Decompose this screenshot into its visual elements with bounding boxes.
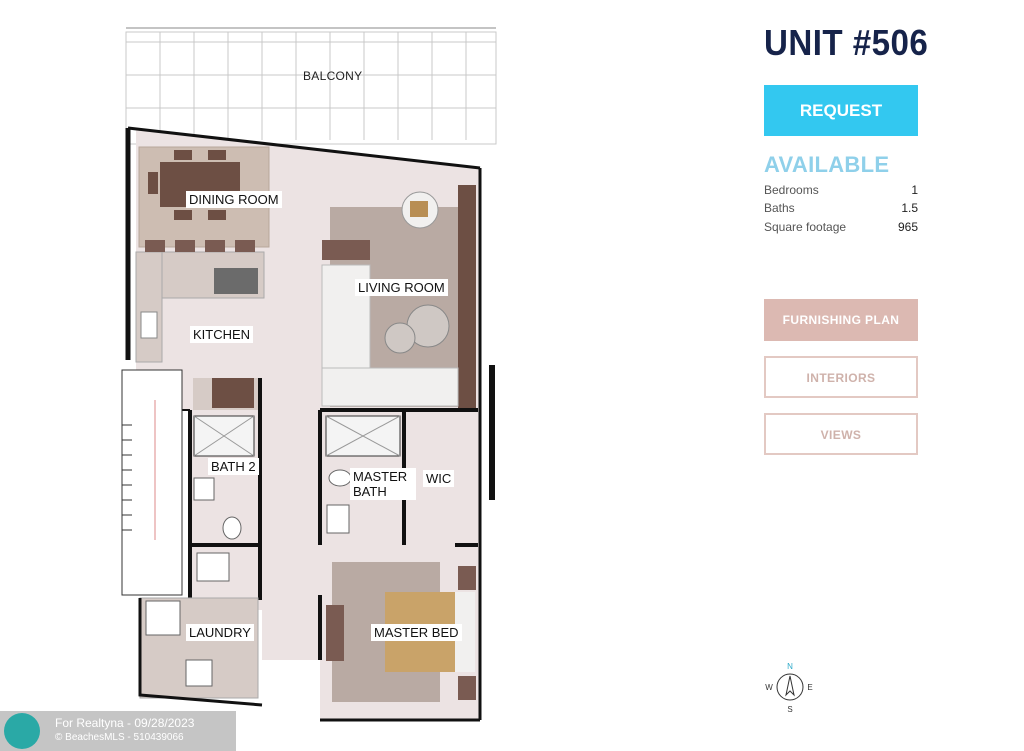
laundry-fixtures [138, 552, 263, 707]
balcony-area [125, 27, 497, 145]
furnishing-plan-button[interactable]: FURNISHING PLAN [764, 299, 918, 341]
room-label-balcony: BALCONY [303, 69, 363, 83]
compass-north: N [787, 662, 793, 671]
unit-title: UNIT #506 [764, 22, 929, 63]
compass-east: E [807, 683, 812, 692]
master-bath-fixtures [325, 415, 401, 534]
stairwell [121, 369, 183, 596]
room-label-laundry: LAUNDRY [186, 624, 254, 641]
room-label-master-bed: MASTER BED [371, 624, 462, 641]
living-furniture [321, 185, 476, 410]
interiors-button[interactable]: INTERIORS [764, 356, 918, 398]
kitchen-counters [135, 240, 265, 410]
room-label-living: LIVING ROOM [355, 279, 448, 296]
spec-label: Baths [764, 201, 795, 215]
request-button[interactable]: REQUEST [764, 85, 918, 136]
availability-status: AVAILABLE [764, 152, 890, 177]
spec-value: 1.5 [901, 201, 918, 215]
room-label-master-bath: MASTER BATH [350, 468, 416, 500]
compass-south: S [787, 705, 792, 714]
compass-west: W [765, 683, 773, 692]
views-button[interactable]: VIEWS [764, 413, 918, 455]
compass-icon: N S E W [765, 662, 812, 714]
mls-watermark: For Realtyna - 09/28/2023 © BeachesMLS -… [0, 711, 236, 751]
room-label-wic: WIC [423, 470, 455, 487]
spec-square-footage: Square footage 965 [764, 220, 918, 234]
room-label-kitchen: KITCHEN [190, 326, 254, 343]
spec-label: Bedrooms [764, 183, 819, 197]
watermark-line1: For Realtyna - 09/28/2023 [55, 716, 195, 730]
spec-value: 965 [897, 220, 918, 234]
spec-label: Square footage [764, 220, 847, 234]
spec-baths: Baths 1.5 [764, 201, 918, 215]
room-label-bath2: BATH 2 [208, 458, 259, 475]
spec-bedrooms: Bedrooms 1 [764, 183, 918, 197]
room-label-dining: DINING ROOM [186, 191, 282, 208]
bath2-fixtures [193, 415, 255, 540]
spec-value: 1 [911, 183, 918, 197]
watermark-line2: © BeachesMLS - 510439066 [55, 732, 184, 743]
realtyna-logo-icon [4, 713, 40, 749]
